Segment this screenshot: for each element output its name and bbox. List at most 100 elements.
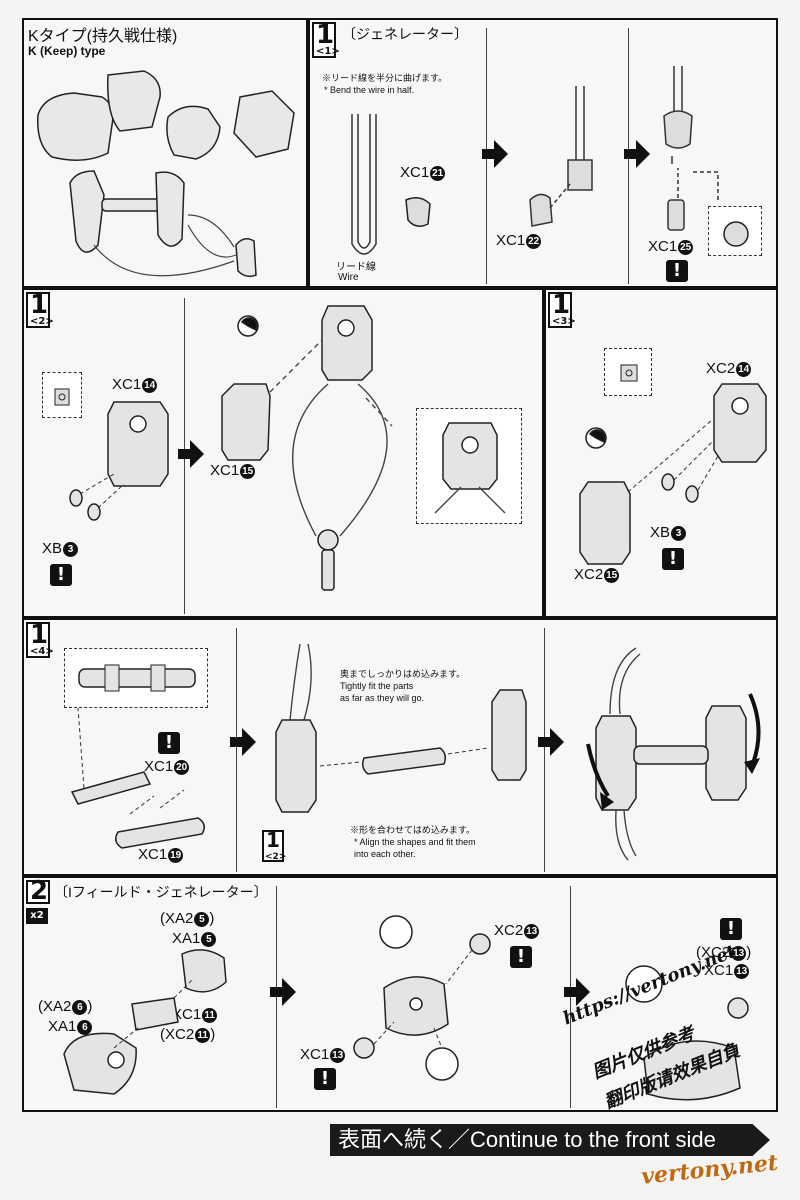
- part-code: XC2: [706, 360, 736, 377]
- part-code: XC1: [300, 1046, 330, 1063]
- part-suffix: ): [87, 998, 93, 1015]
- detail-inset: [64, 648, 208, 708]
- caution-icon: !: [314, 1068, 336, 1090]
- next-step-arrow: [270, 978, 296, 1006]
- step-number: 2: [30, 876, 49, 906]
- part-number-badge: 15: [604, 567, 620, 583]
- i-field-generator-complete-illustration: [625, 965, 749, 1101]
- part-number-badge: 13: [524, 923, 540, 939]
- caution-icon: !: [158, 732, 180, 754]
- part-number-badge: 6: [72, 999, 88, 1015]
- part-code: XC1: [704, 962, 734, 979]
- caution-icon: !: [50, 564, 72, 586]
- part-code: (XC2: [160, 1026, 195, 1043]
- part-code: (XA2: [160, 910, 194, 927]
- caution-icon: !: [662, 548, 684, 570]
- step-number: 1: [30, 290, 49, 320]
- bend-wire-note-jp: ※リード線を半分に曲げます。: [322, 73, 448, 83]
- part-suffix: ): [210, 1026, 216, 1043]
- part-number-badge: 13: [330, 1047, 346, 1063]
- panel-divider: [276, 886, 277, 1108]
- generator-halves-join-illustration: [275, 643, 527, 813]
- wire-routing-detail-illustration: [434, 422, 506, 514]
- part-number-badge: 11: [202, 1007, 218, 1023]
- part-code: XB: [650, 524, 671, 541]
- wire-insert-illustration: [529, 86, 593, 227]
- panel-divider: [570, 886, 571, 1108]
- next-step-arrow: [230, 728, 256, 756]
- part-number-badge: 25: [678, 239, 694, 255]
- reference-step-subnumber: <2>: [265, 852, 287, 862]
- detail-inset: [42, 372, 82, 418]
- step1-1-title: 〔ジェネレーター〕: [342, 26, 468, 42]
- detail-inset: [416, 408, 522, 524]
- part-code: XB: [42, 540, 63, 557]
- step-number-box: 2: [26, 876, 50, 906]
- k-type-title-en: K (Keep) type: [28, 44, 106, 58]
- align-shapes-note-jp: ※形を合わせてはめ込みます。: [350, 825, 475, 835]
- part-number-badge: 5: [194, 911, 210, 927]
- detail-inset: [604, 348, 652, 396]
- part-code: XC1: [144, 758, 174, 775]
- part-number-badge: 21: [430, 165, 446, 181]
- step-subnumber: <4>: [30, 646, 54, 657]
- step-number: 1: [316, 20, 335, 50]
- part-number-badge: 13: [731, 945, 747, 961]
- k-type-parts-illustration: [37, 70, 295, 278]
- fit-tight-note-en-1: Tightly fit the parts: [340, 681, 414, 691]
- continue-text-jp: 表面へ続く／: [338, 1127, 471, 1152]
- part-suffix: ): [209, 910, 215, 927]
- part-number-badge: 14: [736, 361, 752, 377]
- next-step-arrow: [624, 140, 650, 168]
- part-code: XC1: [210, 462, 240, 479]
- step1-1-panel: 1 <1> 〔ジェネレーター〕 ※リード線を半分に曲げます。 * Bend th…: [308, 18, 778, 288]
- fit-tight-note-jp: 奥までしっかりはめ込みます。: [340, 669, 466, 679]
- part-code: (XC2: [696, 944, 731, 961]
- caution-icon: !: [666, 260, 688, 282]
- generator-plate-illustration: [579, 383, 767, 565]
- k-type-header-panel: Kタイプ(持久戦仕様) K (Keep) type: [22, 18, 308, 288]
- wire-label-en: Wire: [338, 272, 359, 283]
- peg-detail-icon: [54, 388, 70, 406]
- generator-assembled-illustration: [663, 66, 719, 231]
- panel-divider: [544, 628, 545, 872]
- part-code: XC1: [648, 238, 678, 255]
- align-shapes-note-en-1: * Align the shapes and fit them: [354, 837, 476, 847]
- part-code: XC1: [172, 1006, 202, 1023]
- reference-step-box: 1 <2>: [262, 828, 287, 862]
- part-number-badge: 15: [240, 463, 256, 479]
- bend-wire-note-en: * Bend the wire in half.: [324, 85, 415, 95]
- step-subnumber: <2>: [30, 316, 54, 327]
- step-subnumber: <1>: [316, 46, 340, 57]
- part-code: XC1: [496, 232, 526, 249]
- wire-label-jp: リード線: [336, 262, 376, 273]
- next-step-arrow: [482, 140, 508, 168]
- part-number-badge: 11: [195, 1027, 211, 1043]
- part-number-badge: 3: [63, 541, 79, 557]
- part-code: (XA2: [38, 998, 72, 1015]
- next-step-arrow: [564, 978, 590, 1006]
- part-number-badge: 5: [201, 931, 217, 947]
- generator-back-plate-illustration: [69, 401, 169, 521]
- step-number-box: 1 <3>: [548, 290, 576, 328]
- part-number-badge: 3: [671, 525, 687, 541]
- part-number-badge: 20: [174, 759, 190, 775]
- part-code: XC1: [112, 376, 142, 393]
- caution-icon: !: [720, 918, 742, 940]
